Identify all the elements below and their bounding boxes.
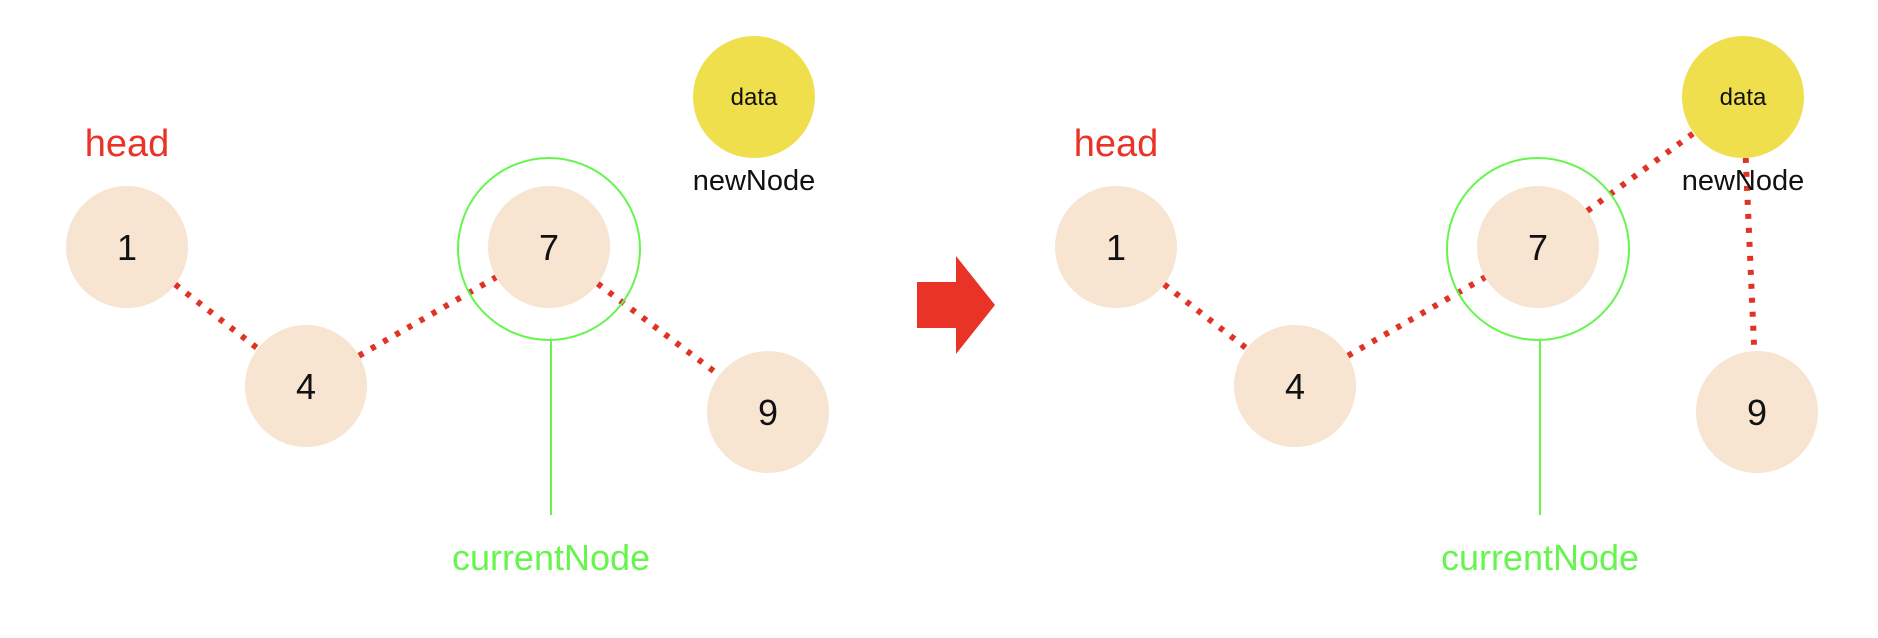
new-node-caption: newNode bbox=[1682, 165, 1805, 197]
link-n1-n4 bbox=[173, 282, 260, 351]
new-node-circle bbox=[1682, 36, 1804, 158]
node-1-circle bbox=[1055, 186, 1177, 308]
node-7-value: 7 bbox=[539, 227, 559, 268]
link-n7-n9 bbox=[595, 281, 722, 378]
current-node-label: currentNode bbox=[452, 537, 650, 578]
new-node-value: data bbox=[731, 84, 778, 111]
node-4: 4 bbox=[245, 325, 367, 447]
current-node-label: currentNode bbox=[1441, 537, 1639, 578]
new-node-caption: newNode bbox=[693, 165, 816, 197]
node-1: 1 bbox=[66, 186, 188, 308]
after-links bbox=[1162, 130, 1758, 359]
before-panel: head 1 4 7 9 currentNode data newNode bbox=[66, 36, 829, 578]
node-4-circle bbox=[245, 325, 367, 447]
current-node-marker: currentNode bbox=[452, 157, 650, 578]
node-7: 7 bbox=[1477, 186, 1599, 308]
new-node-value: data bbox=[1720, 84, 1767, 111]
node-9-circle bbox=[707, 351, 829, 473]
node-9-value: 9 bbox=[758, 392, 778, 433]
node-4: 4 bbox=[1234, 325, 1356, 447]
node-9-circle bbox=[1696, 351, 1818, 473]
link-n7-new bbox=[1585, 130, 1696, 214]
node-9: 9 bbox=[1696, 351, 1818, 473]
before-links bbox=[173, 274, 722, 378]
after-panel: head 1 4 7 9 currentNode data newNode bbox=[1055, 36, 1818, 578]
node-9: 9 bbox=[707, 351, 829, 473]
new-node: data newNode bbox=[1682, 36, 1805, 197]
current-node-ring bbox=[457, 157, 641, 341]
head-label: head bbox=[85, 123, 170, 165]
node-7-circle bbox=[1477, 186, 1599, 308]
current-node-ring bbox=[1446, 157, 1630, 341]
head-label: head bbox=[1074, 123, 1159, 165]
node-4-circle bbox=[1234, 325, 1356, 447]
new-node: data newNode bbox=[693, 36, 816, 197]
node-1: 1 bbox=[1055, 186, 1177, 308]
link-new-n9 bbox=[1742, 157, 1758, 352]
node-1-value: 1 bbox=[117, 227, 137, 268]
link-n4-n7 bbox=[1346, 274, 1487, 359]
node-4-value: 4 bbox=[296, 366, 316, 407]
node-1-circle bbox=[66, 186, 188, 308]
node-7: 7 bbox=[488, 186, 610, 308]
link-n1-n4 bbox=[1162, 282, 1249, 351]
current-node-marker: currentNode bbox=[1441, 157, 1639, 578]
link-n4-n7 bbox=[357, 274, 498, 359]
node-7-value: 7 bbox=[1528, 227, 1548, 268]
node-4-value: 4 bbox=[1285, 366, 1305, 407]
node-7-circle bbox=[488, 186, 610, 308]
new-node-circle bbox=[693, 36, 815, 158]
right-arrow-icon bbox=[917, 256, 995, 354]
node-9-value: 9 bbox=[1747, 392, 1767, 433]
node-1-value: 1 bbox=[1106, 227, 1126, 268]
